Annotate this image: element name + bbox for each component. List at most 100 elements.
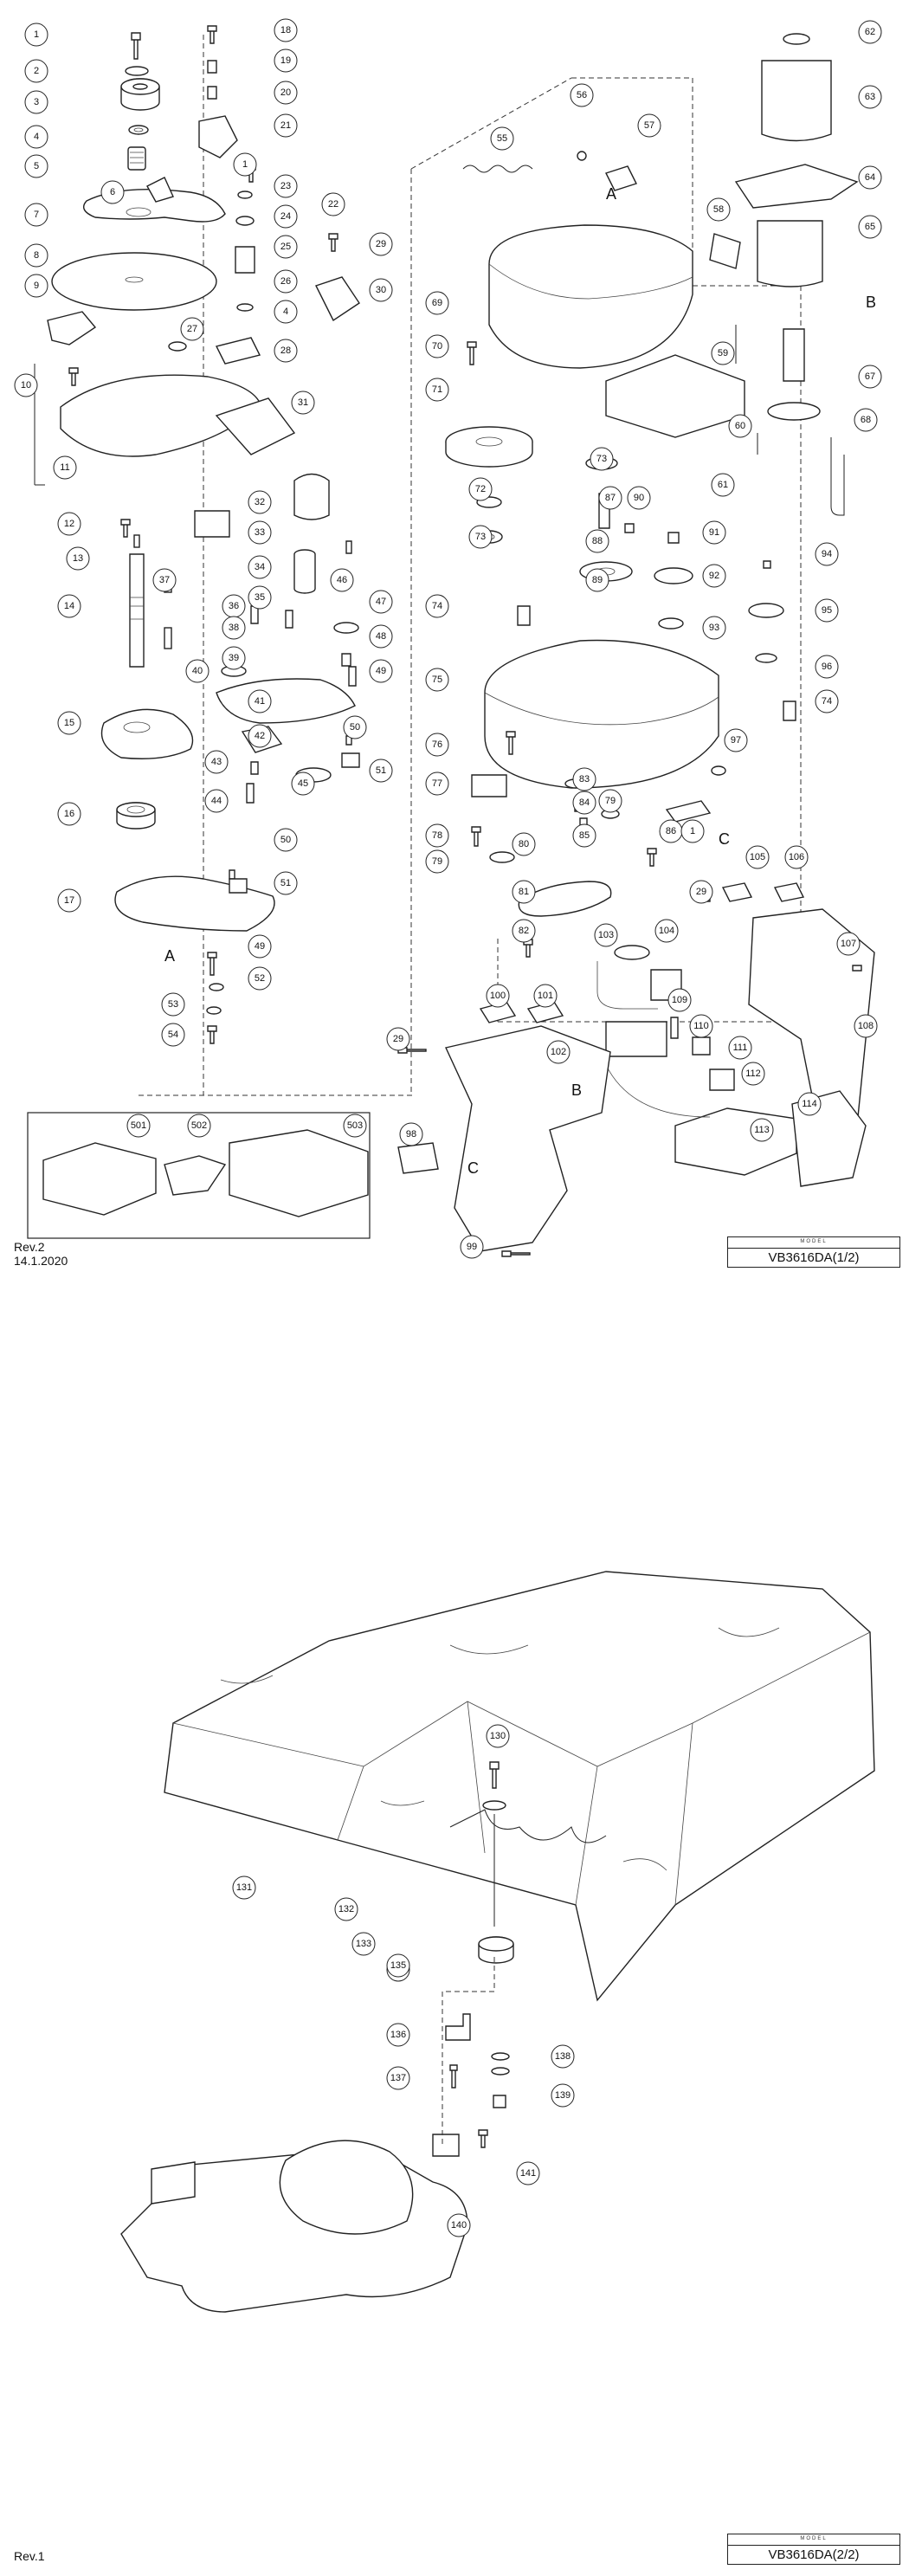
callout-circle (724, 728, 748, 752)
callout-circle (815, 542, 839, 566)
callout-number: 27 (187, 324, 197, 334)
callout-circle (654, 919, 679, 943)
callout-circle (425, 334, 449, 358)
callout-number: 71 (432, 384, 442, 395)
callout-number: 133 (356, 1939, 371, 1949)
callout-number: 1 (242, 159, 248, 170)
callout-circle (585, 568, 609, 592)
callout-number: 32 (255, 497, 265, 507)
callout-number: 137 (390, 2073, 406, 2083)
callout-number: 6 (110, 187, 115, 197)
callout-circle (24, 274, 48, 298)
callout-circle (468, 477, 493, 501)
model-box-divider (728, 2545, 899, 2546)
callout-number: 59 (718, 348, 728, 358)
callout-circle (369, 759, 393, 783)
callout-number: 4 (34, 132, 39, 142)
callout-markers-sheet2: 131130132133134135136137138139140141 (232, 1724, 575, 2237)
callout-number: 74 (432, 601, 442, 611)
callout-number: 33 (255, 527, 265, 538)
callout-number: 70 (432, 341, 442, 352)
callout-number: 91 (709, 527, 719, 538)
callout-circle (222, 646, 246, 670)
callout-circle (680, 819, 705, 843)
callout-number: 78 (432, 830, 442, 841)
reference-letter: B (866, 294, 876, 311)
callout-circle (248, 555, 272, 579)
callout-circle (248, 585, 272, 610)
callout-number: 104 (659, 926, 674, 936)
callout-number: 5 (34, 161, 39, 171)
callout-number: 58 (713, 204, 724, 215)
callout-circle (180, 317, 204, 341)
callout-circle (797, 1092, 822, 1116)
callout-number: 69 (432, 298, 442, 308)
callout-circle (274, 235, 298, 259)
callout-circle (330, 568, 354, 592)
callout-number: 141 (520, 2168, 536, 2179)
callout-number: 28 (280, 345, 291, 356)
model-box-divider (728, 1248, 899, 1249)
callout-number: 131 (236, 1882, 252, 1893)
callout-number: 79 (605, 796, 616, 806)
callout-circle (425, 291, 449, 315)
callout-number: 503 (347, 1120, 363, 1131)
callout-number: 92 (709, 571, 719, 581)
callout-number: 113 (754, 1125, 770, 1135)
callout-number: 84 (579, 797, 590, 808)
revision-date: 14.1.2020 (14, 1254, 68, 1268)
callout-number: 9 (34, 281, 39, 291)
callout-circle (343, 1114, 367, 1138)
callout-circle (425, 772, 449, 796)
callout-circle (57, 594, 81, 618)
callout-circle (248, 966, 272, 991)
callout-circle (248, 934, 272, 959)
callout-circle (204, 750, 229, 774)
callout-circle (486, 984, 510, 1008)
callout-number: 48 (376, 631, 386, 642)
callout-circle (57, 711, 81, 735)
callout-circle (702, 616, 726, 640)
callout-number: 50 (280, 835, 291, 845)
callout-number: 89 (592, 575, 603, 585)
callout-circle (570, 83, 594, 107)
callout-circle (274, 204, 298, 229)
callout-number: 2 (34, 66, 39, 76)
callout-circle (546, 1040, 571, 1064)
callout-circle (274, 81, 298, 105)
callout-number: 7 (34, 210, 39, 220)
callout-circle (551, 2083, 575, 2108)
callout-number: 108 (858, 1021, 874, 1031)
callout-circle (689, 1014, 713, 1038)
callout-circle (274, 339, 298, 363)
reference-letter: B (571, 1081, 582, 1099)
callout-circle (590, 447, 614, 471)
callout-number: 54 (168, 1030, 178, 1040)
callout-number: 75 (432, 675, 442, 685)
callout-number: 44 (211, 796, 222, 806)
callout-circle (425, 849, 449, 874)
callout-number: 79 (432, 856, 442, 867)
callout-number: 53 (168, 999, 178, 1010)
callout-number: 68 (861, 415, 871, 425)
callout-number: 23 (280, 181, 291, 191)
callout-circle (57, 512, 81, 536)
callout-markers-sheet1: 1234567891011121314151617181920211232422… (14, 18, 882, 1259)
callout-number: 42 (255, 731, 265, 741)
callout-circle (854, 408, 878, 432)
callout-number: 41 (255, 696, 265, 707)
callout-number: 34 (255, 562, 265, 572)
callout-number: 50 (350, 722, 360, 733)
callout-number: 14 (64, 601, 74, 611)
callout-circle (14, 373, 38, 397)
callout-number: 36 (229, 601, 239, 611)
callout-circle (369, 278, 393, 302)
callout-number: 15 (64, 718, 74, 728)
callout-circle (24, 23, 48, 47)
callout-number: 26 (280, 276, 291, 287)
callout-circle (369, 232, 393, 256)
callout-circle (334, 1897, 358, 1921)
callout-number: 83 (579, 774, 590, 784)
callout-number: 130 (490, 1731, 506, 1741)
callout-circle (750, 1118, 774, 1142)
